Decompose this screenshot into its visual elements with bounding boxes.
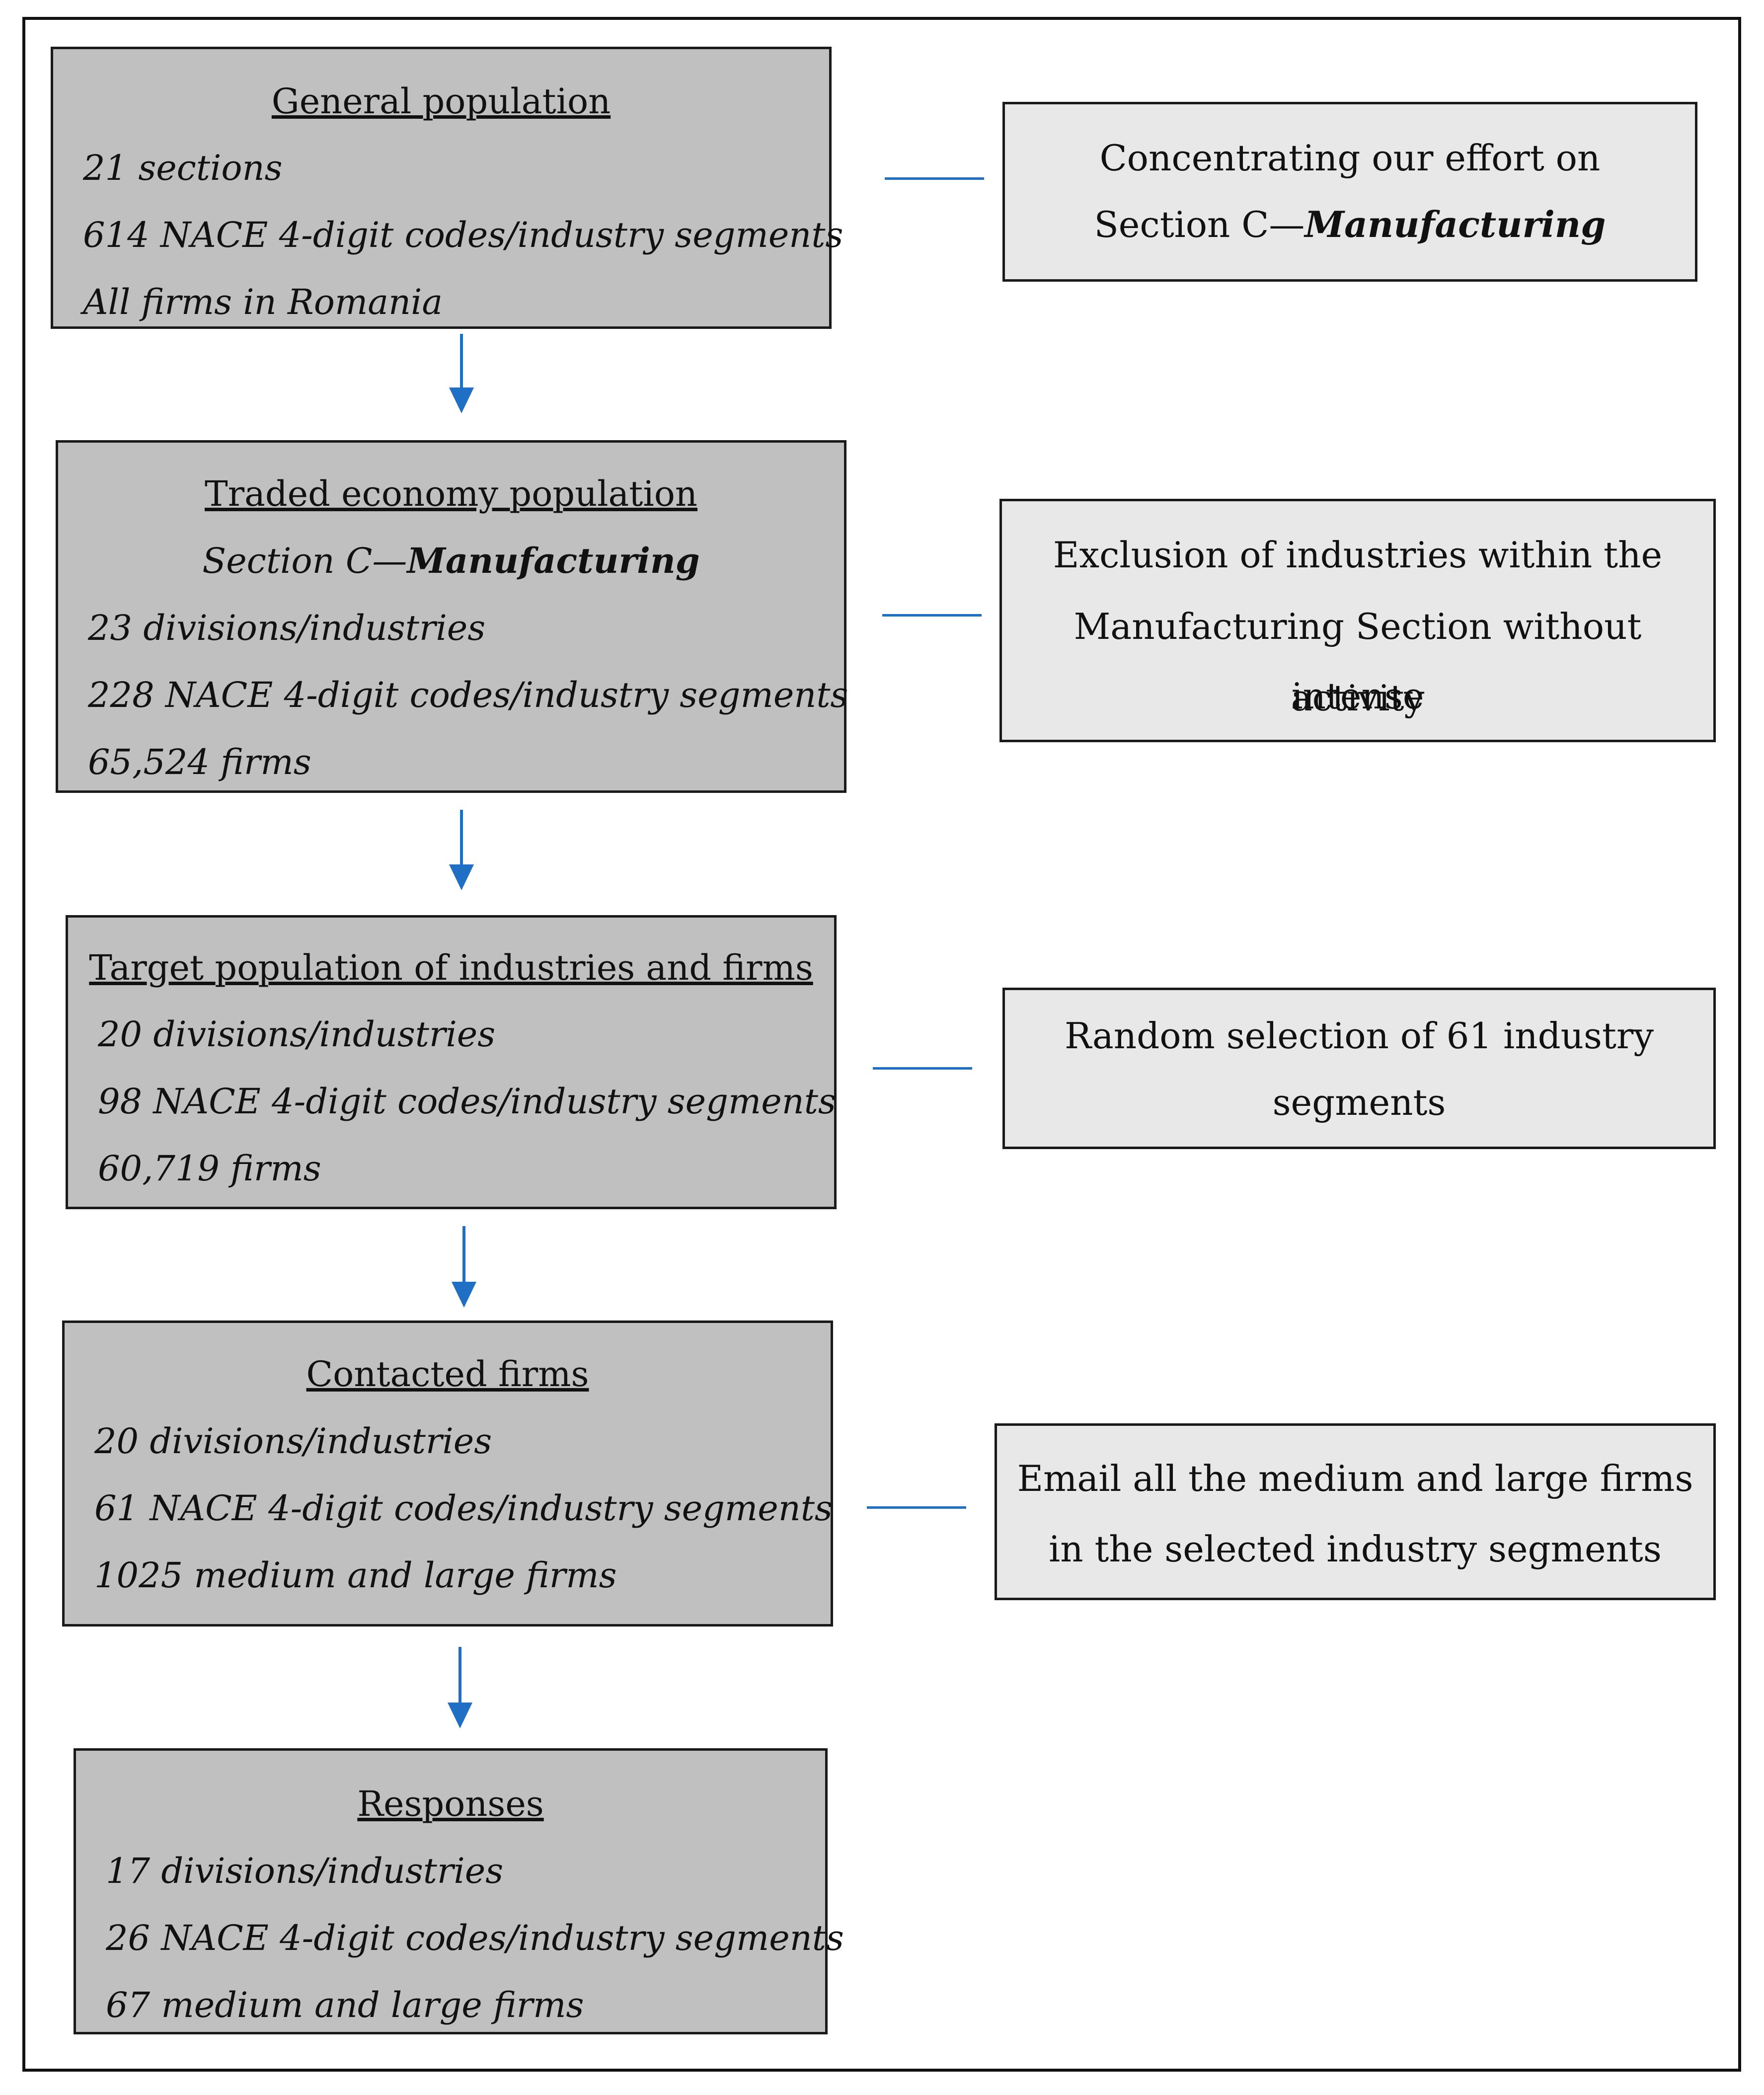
step-detail: 61 NACE 4-digit codes/industry segments xyxy=(94,1488,833,1529)
note-email-firms: Email all the medium and large firms in … xyxy=(995,1423,1716,1600)
note-line: in the selected industry segments xyxy=(1049,1528,1662,1570)
down-arrow-icon xyxy=(449,810,474,890)
step-detail: 65,524 firms xyxy=(88,742,311,782)
connector-line xyxy=(873,1067,972,1070)
step-detail: All firms in Romania xyxy=(83,282,443,322)
note-line: Email all the medium and large firms xyxy=(1017,1458,1693,1499)
note-exclusion-of-industries: Exclusion of industries within the Manuf… xyxy=(999,499,1716,742)
step-contacted-firms: Contacted firms 20 divisions/industries … xyxy=(62,1320,833,1627)
step-title: Responses xyxy=(357,1784,544,1824)
note-random-selection: Random selection of 61 industry segments xyxy=(1002,988,1716,1149)
step-title: General population xyxy=(271,81,611,122)
note-line: Manufacturing Section without intense xyxy=(1074,606,1642,717)
note-bold: Manufacturing xyxy=(1304,203,1606,245)
step-detail: 614 NACE 4-digit codes/industry segments xyxy=(83,215,844,255)
step-detail: 60,719 firms xyxy=(98,1148,321,1189)
connector-line xyxy=(882,614,982,617)
step-detail: 228 NACE 4-digit codes/industry segments xyxy=(88,675,848,715)
note-line: Concentrating our effort on xyxy=(1099,137,1601,179)
connector-line xyxy=(867,1506,966,1509)
step-traded-economy-population: Traded economy population Section C—Manu… xyxy=(56,440,848,793)
step-title: Traded economy population xyxy=(204,473,698,514)
note-line: activity xyxy=(1291,677,1425,719)
down-arrow-icon xyxy=(448,1647,472,1728)
note-line: Exclusion of industries within the xyxy=(1053,534,1663,576)
step-detail: 98 NACE 4-digit codes/industry segments xyxy=(98,1081,836,1122)
step-title: Contacted firms xyxy=(306,1354,589,1395)
step-detail: 17 divisions/industries xyxy=(106,1851,504,1891)
note-concentrating-effort: Concentrating our effort on Section C—Ma… xyxy=(1002,102,1697,282)
subtitle-prefix: Section C— xyxy=(202,541,407,581)
step-detail: 67 medium and large firms xyxy=(106,1985,584,2025)
step-subtitle: Section C—Manufacturing xyxy=(58,539,844,583)
down-arrow-icon xyxy=(452,1226,476,1308)
step-responses: Responses 17 divisions/industries 26 NAC… xyxy=(74,1748,844,2034)
step-detail: 23 divisions/industries xyxy=(88,608,486,648)
step-detail: 1025 medium and large firms xyxy=(94,1555,617,1596)
step-detail: 20 divisions/industries xyxy=(94,1421,492,1462)
step-detail: 20 divisions/industries xyxy=(98,1014,496,1055)
step-target-population: Target population of industries and firm… xyxy=(66,915,837,1209)
step-general-population: General population 21 sections 614 NACE … xyxy=(51,47,843,329)
connector-line xyxy=(885,177,984,180)
note-line: segments xyxy=(1272,1082,1446,1123)
subtitle-bold: Manufacturing xyxy=(407,540,700,581)
note-line: Random selection of 61 industry xyxy=(1064,1015,1654,1057)
step-title: Target population of industries and firm… xyxy=(89,947,813,988)
note-prefix: Section C— xyxy=(1094,204,1305,245)
step-detail: 21 sections xyxy=(83,148,283,188)
down-arrow-icon xyxy=(449,334,474,413)
step-detail: 26 NACE 4-digit codes/industry segments xyxy=(106,1918,844,1958)
figure-frame xyxy=(22,17,1741,2072)
note-line: Section C—Manufacturing xyxy=(1005,190,1695,259)
